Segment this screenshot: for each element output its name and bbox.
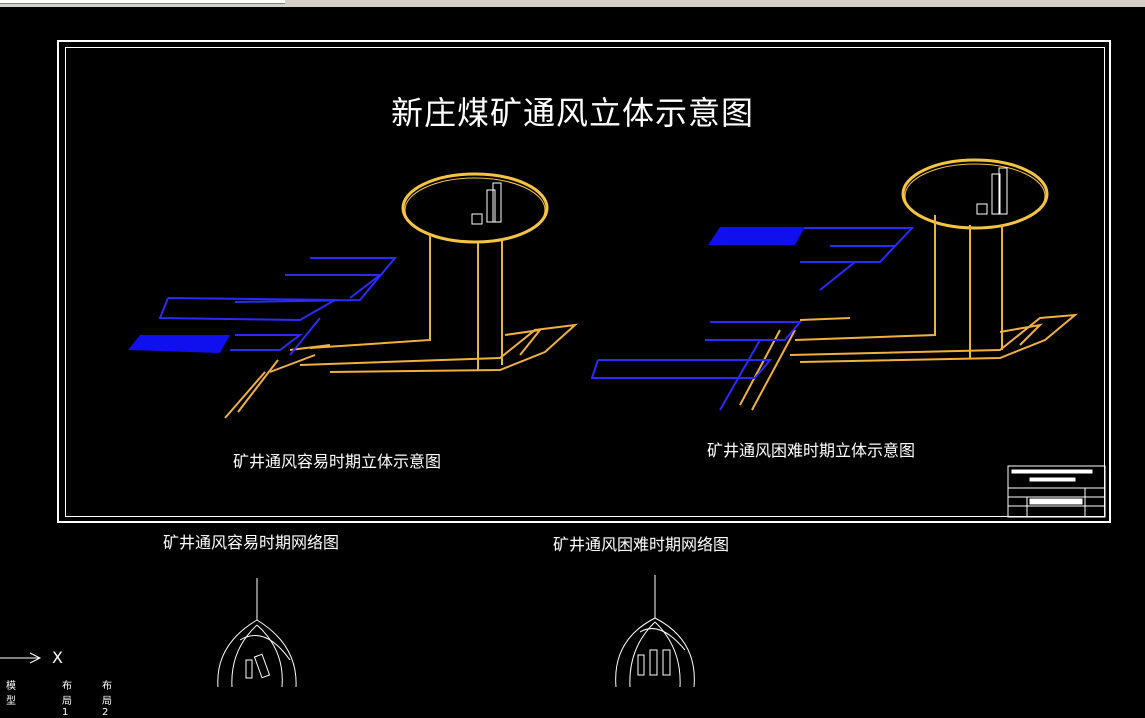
drawing-border-inner (65, 47, 1105, 517)
toolbar-edge (0, 0, 285, 4)
ucs-x-label: X (52, 648, 63, 667)
tab-model[interactable]: 模型 (6, 681, 16, 707)
cad-geometry (128, 158, 1106, 687)
network-hard (615, 575, 695, 687)
caption-hard-network: 矿井通风困难时期网络图 (553, 535, 730, 554)
surface-ellipse-right (901, 158, 1049, 230)
network-easy (217, 578, 297, 687)
shafts-right (934, 215, 1003, 358)
goaf-block-left (128, 335, 230, 353)
shafts-left (429, 236, 503, 370)
tab-layout2[interactable]: 布局2 (102, 681, 112, 718)
goaf-block-right (708, 227, 805, 245)
diagram-hard-3d (590, 158, 1079, 411)
intake-airways-right (739, 305, 1079, 411)
ucs-icon: X (0, 648, 80, 674)
caption-easy-3d: 矿井通风容易时期立体示意图 (233, 452, 442, 471)
intake-airways-left (224, 300, 579, 419)
caption-hard-3d: 矿井通风困难时期立体示意图 (707, 441, 916, 460)
return-airways-right (590, 227, 915, 411)
caption-easy-network: 矿井通风容易时期网络图 (163, 533, 340, 552)
diagram-easy-3d (128, 172, 579, 419)
title-block (1007, 465, 1106, 518)
tab-layout1[interactable]: 布局1 (62, 681, 72, 718)
main-title: 新庄煤矿通风立体示意图 (390, 94, 754, 132)
return-airways-left (158, 257, 398, 356)
surface-ellipse-left (401, 172, 549, 244)
window-top-strip (0, 0, 1145, 7)
drawing-border-outer (57, 40, 1111, 523)
